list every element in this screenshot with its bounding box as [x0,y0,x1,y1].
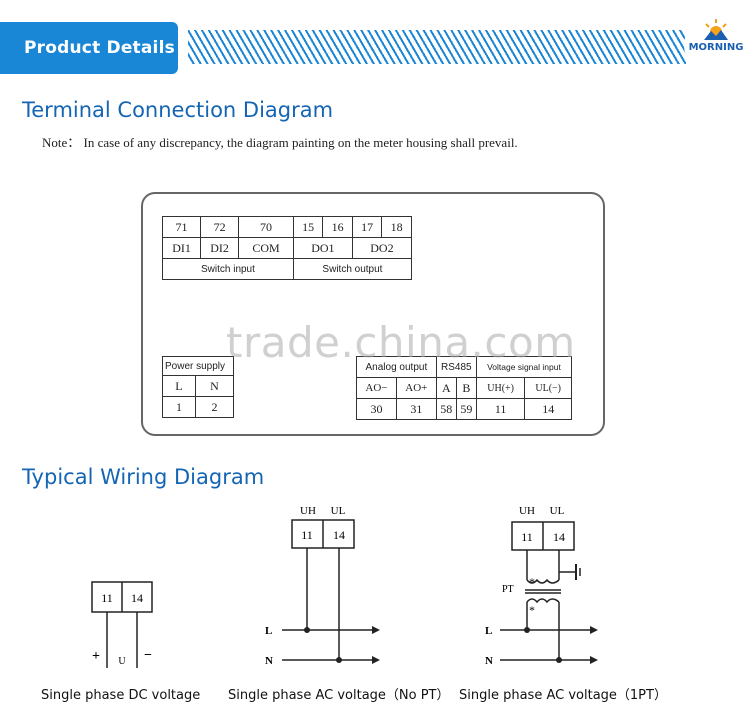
ac-no-pt-wiring-diagram: UH UL 11 14 L N [265,505,380,667]
ac2-arrow-n [590,656,598,664]
banner-stripes [188,30,686,64]
dc-caption: Single phase DC voltage [41,688,201,703]
terminal-cell: 72 [200,216,240,238]
terminal-cell: N [194,375,235,397]
ac1-l-label: L [265,625,272,637]
terminal-cell: 18 [381,216,412,238]
discrepancy-note: Note： In case of any discrepancy, the di… [42,135,518,150]
switch-terminal-table: 71 72 70 15 16 17 18 DI1 DI2 COM DO1 DO2… [161,216,413,280]
ac2-junction-l [524,627,530,633]
ac2-secondary-coil [526,578,560,584]
sun-icon [704,19,728,40]
terminal-cell: 14 [524,398,572,420]
morning-logo [684,14,748,76]
terminal-cell: L [162,375,196,397]
dc-plus-sign: + [92,649,100,664]
ac1-uh-label: UH [300,505,316,517]
ac1-terminal-11: 11 [301,528,313,542]
dc-minus-sign: − [144,648,152,663]
ac1-ul-label: UL [331,505,346,517]
ac2-n-label: N [485,655,493,667]
terminal-cell: UL(−) [524,377,572,399]
wiring-heading: Typical Wiring Diagram [22,465,265,489]
terminal-cell: 58 [435,398,457,420]
watermark: trade.china.com [226,318,576,367]
meter-housing [141,192,605,436]
terminal-cell: 70 [238,216,294,238]
terminal-cell: AO− [356,377,397,399]
dc-terminal-14: 14 [131,591,143,605]
terminal-cell: 15 [292,216,324,238]
ac1-junction-l [304,627,310,633]
logo-text: MORNING [688,42,744,53]
dc-u-label: U [118,656,126,667]
ac2-uh-label: UH [519,505,535,517]
ac1-arrow-l [372,626,380,634]
terminal-cell: 1 [162,396,196,418]
ac1-n-label: N [265,655,273,667]
ac2-terminal-11: 11 [521,530,533,544]
ac-pt-caption: Single phase AC voltage（1PT） [459,688,667,703]
ac1-terminal-14: 14 [333,528,345,542]
terminal-cell: 16 [322,216,353,238]
terminal-cell: 71 [161,216,202,238]
terminal-cell: DO2 [351,237,413,259]
terminal-cell: 30 [356,398,397,420]
terminal-cell: DO1 [292,237,353,259]
terminal-cell: UH(+) [475,377,526,399]
ac1-junction-n [336,657,342,663]
terminal-cell: COM [238,237,294,259]
terminal-cell: 17 [351,216,383,238]
dc-wiring-diagram: 11 14 + − U [91,581,153,668]
terminal-cell: B [455,377,477,399]
terminal-cell: 11 [475,398,526,420]
terminal-cell: DI2 [200,237,240,259]
ac2-arrow-l [590,626,598,634]
terminal-cell: Switch output [292,258,413,280]
terminal-heading: Terminal Connection Diagram [22,98,334,122]
ac1-arrow-n [372,656,380,664]
ac2-terminal-14: 14 [553,530,565,544]
ac2-junction-n [556,657,562,663]
terminal-cell: AO+ [395,377,437,399]
ac2-star-top: * [529,575,535,589]
signal-terminal-table: Analog output RS485 Voltage signal input… [356,356,573,420]
ac2-l-label: L [485,625,492,637]
terminal-cell: 31 [395,398,437,420]
ac-pt-wiring-diagram: UH UL 11 14 * * PT L N [485,505,598,667]
ac-no-pt-caption: Single phase AC voltage（No PT） [228,688,450,703]
product-details-tab: Product Details [0,22,178,74]
terminal-cell: A [435,377,457,399]
ac2-pt-label: PT [502,584,514,595]
terminal-cell: DI1 [161,237,202,259]
ac2-star-bottom: * [529,603,535,617]
power-supply-table: Power supply L N 1 2 [162,356,235,418]
ac2-primary-coil [526,598,560,604]
terminal-cell: 2 [194,396,235,418]
ac2-ul-label: UL [550,505,565,517]
terminal-cell: 59 [455,398,477,420]
dc-terminal-11: 11 [101,591,113,605]
terminal-cell: Power supply [162,356,234,376]
terminal-cell: Switch input [162,258,294,280]
